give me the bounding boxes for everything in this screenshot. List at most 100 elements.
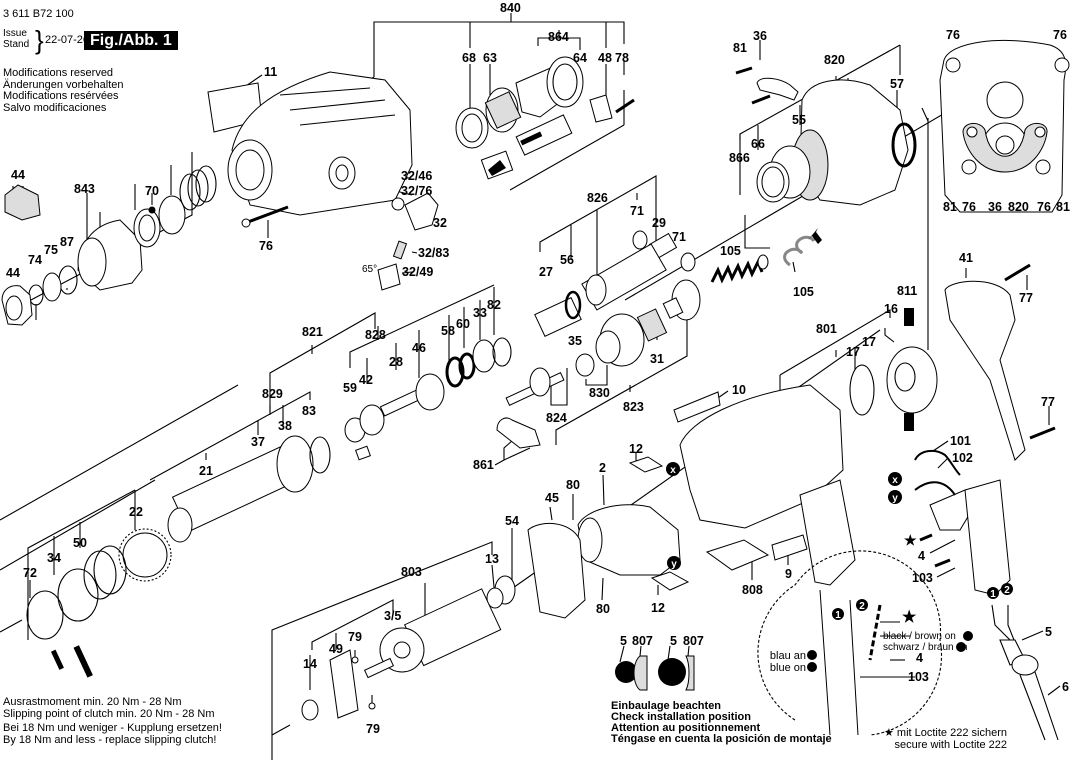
part-label: 80: [566, 478, 580, 492]
issue-label: Issue: [3, 28, 27, 39]
part-label: 102: [952, 451, 973, 465]
spring-105: [710, 228, 822, 284]
part-label: 41: [959, 251, 973, 265]
part-label: 59: [343, 381, 357, 395]
part-label: 861: [473, 458, 494, 472]
part-label: 50: [73, 536, 87, 550]
part-label: 10: [732, 383, 746, 397]
modification-line: Salvo modificaciones: [3, 101, 107, 114]
part-label: 28: [389, 355, 403, 369]
clutch-note: Slipping point of clutch min. 20 Nm - 28…: [3, 707, 215, 720]
part-label: 9: [785, 567, 792, 581]
issue-stand-label: Issue Stand: [3, 28, 29, 50]
part-label: 101: [950, 434, 971, 448]
part-label: 807: [683, 634, 704, 648]
part-label: 32: [433, 216, 447, 230]
part-label: 38: [278, 419, 292, 433]
modification-line: Änderungen vorbehalten: [3, 78, 124, 91]
part-label: 33: [473, 306, 487, 320]
marker-2-label: 2: [1004, 585, 1010, 596]
clutch-note: By 18 Nm and less - replace slipping clu…: [3, 733, 217, 746]
part-label: 36: [988, 200, 1002, 214]
part-label: 72: [23, 566, 37, 580]
gear-selector-knob-32: [377, 192, 439, 291]
marker-2-label: 2: [859, 601, 865, 612]
marker-2-cable: 2: [1001, 583, 1013, 596]
part-label: 829: [262, 387, 283, 401]
part-label: 12: [629, 442, 643, 456]
part-label: 103: [908, 670, 929, 684]
angle-label: 65°: [362, 264, 377, 275]
screw-76: [241, 205, 289, 228]
part-label: 22: [129, 505, 143, 519]
part-label: 820: [824, 53, 845, 67]
installation-note: Check installation position: [611, 711, 751, 723]
part-label: 32/46: [401, 169, 432, 183]
blau-an-text: blau an: [770, 650, 806, 662]
part-label: 68: [462, 51, 476, 65]
part-label: 48: [598, 51, 612, 65]
part-label: 81: [943, 200, 957, 214]
part-label: 32/49: [402, 265, 433, 279]
part-label: 864: [548, 30, 569, 44]
part-label: 36: [753, 29, 767, 43]
part-label: 64: [573, 51, 587, 65]
modification-line: Modifications reserved: [3, 67, 114, 79]
modifications-notice: Modifications reserved Änderungen vorbeh…: [3, 67, 124, 114]
part-label: 3/5: [384, 609, 401, 623]
part-label: 35: [568, 334, 582, 348]
part-label: 11: [264, 65, 277, 79]
marker-2-detail: 2: [856, 599, 868, 612]
part-label: 76: [1053, 28, 1067, 42]
marker-1-label: 1: [990, 589, 996, 600]
part-label: 76: [1037, 200, 1051, 214]
part-label: 45: [545, 491, 559, 505]
part-label: 105: [720, 244, 741, 258]
part-label: 58: [441, 324, 455, 338]
figure-badge: Fig./Abb. 1: [84, 31, 178, 50]
handle-41: [944, 263, 1056, 461]
part-label: 83: [302, 404, 316, 418]
blue-on-text: blue on: [770, 662, 806, 674]
part-label: 843: [74, 182, 95, 196]
marker-1-label: 1: [835, 610, 841, 621]
part-label: 57: [890, 77, 904, 91]
part-label: 55: [792, 113, 806, 127]
housing-head-11: [207, 71, 413, 216]
nose-sleeve-843: [1, 165, 217, 326]
part-label: 74: [28, 253, 42, 267]
part-label: 820: [1008, 200, 1029, 214]
part-label: 76: [962, 200, 976, 214]
impact-mechanism-821: [344, 337, 512, 461]
marker-y-label: y: [892, 493, 898, 504]
part-label: 46: [412, 341, 426, 355]
modification-line: Modifications resérvées: [3, 90, 119, 102]
marker-y-wire: y: [888, 490, 902, 504]
part-label: 32/83: [418, 246, 449, 260]
part-label: 34: [47, 551, 61, 565]
armature-803: [301, 588, 502, 721]
issue-date: 22-07-26: [45, 34, 90, 46]
loctite-note: ★ mit Loctite 222 sichern: [884, 727, 1007, 739]
marker-x-stator: x: [666, 462, 680, 476]
black-brown-on-text: black / brown on: [883, 631, 956, 642]
part-label: 807: [632, 634, 653, 648]
part-label: 76: [259, 239, 273, 253]
part-label: 16: [884, 302, 898, 316]
part-label: 87: [60, 235, 74, 249]
part-label: 13: [485, 552, 499, 566]
part-label: 81: [1056, 200, 1070, 214]
part-label: 840: [500, 1, 521, 15]
installation-diagram-807: [615, 645, 695, 691]
part-label: 44: [6, 266, 20, 280]
part-label: 4: [918, 549, 925, 563]
part-label: 4: [916, 651, 923, 665]
part-label: 66: [751, 137, 765, 151]
part-label: 78: [615, 51, 629, 65]
part-label: 29: [652, 216, 666, 230]
installation-note: Téngase en cuenta la posición de montaje: [611, 733, 832, 745]
part-label: 12: [651, 601, 665, 615]
marker-y-label: y: [671, 559, 677, 570]
part-label: 866: [729, 151, 750, 165]
